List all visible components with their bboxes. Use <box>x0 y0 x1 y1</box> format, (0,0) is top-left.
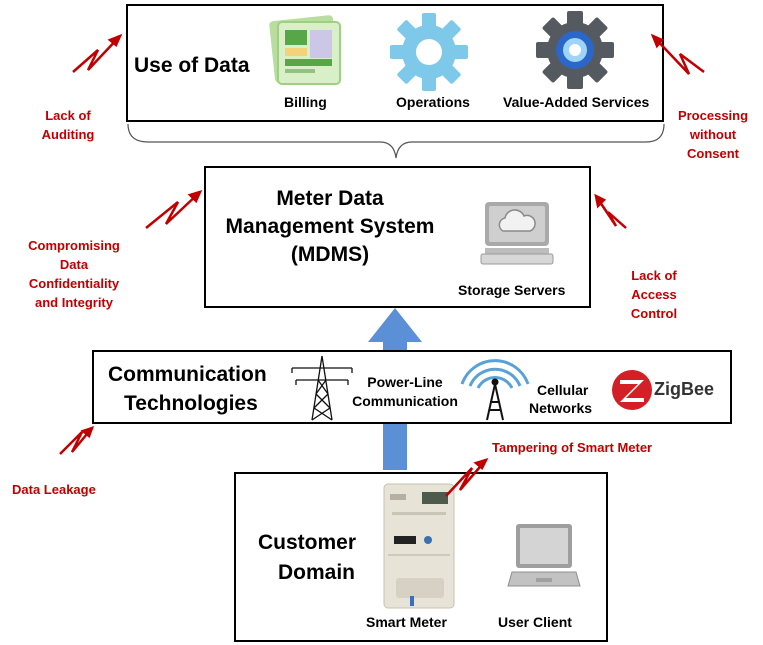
threat-lack-of-access-control: Lack of Access Control <box>630 268 678 321</box>
power-line-label-line1: Power-Line <box>367 374 443 390</box>
cellular-label-line1: Cellular <box>537 382 589 398</box>
use-of-data-title: Use of Data <box>134 54 250 77</box>
mdms-title-line2: Management System <box>225 215 435 238</box>
communication-title-line1: Communication <box>108 363 267 386</box>
mdms-title-line3: (MDMS) <box>290 243 370 266</box>
billing-label: Billing <box>284 94 327 110</box>
power-line-label-line2: Communication <box>352 393 458 409</box>
zigbee-label: ZigBee <box>654 379 715 399</box>
operations-gear-icon <box>390 13 468 91</box>
storage-server-icon <box>480 202 554 265</box>
user-client-label: User Client <box>498 614 572 630</box>
smart-meter-image <box>383 483 455 609</box>
power-line-tower-icon <box>291 355 353 421</box>
threat-lack-of-auditing: Lack of Auditing <box>41 108 95 142</box>
communication-title-line2: Technologies <box>124 392 258 415</box>
threat-data-leakage: Data Leakage <box>12 482 96 497</box>
mdms-title-line1: Meter Data <box>276 187 384 210</box>
storage-servers-label: Storage Servers <box>458 282 566 298</box>
customer-title-line2: Domain <box>278 561 356 584</box>
threat-tampering-smart-meter: Tampering of Smart Meter <box>492 440 653 455</box>
value-added-services-gear-icon <box>536 11 614 89</box>
user-client-laptop-icon <box>507 524 581 587</box>
threat-compromising-data: Compromising Data Confidentiality and In… <box>28 238 120 310</box>
customer-title-line1: Customer <box>258 531 357 554</box>
zigbee-logo-icon <box>612 370 652 410</box>
cellular-antenna-icon <box>460 359 530 421</box>
value-added-services-label: Value-Added Services <box>503 94 650 110</box>
threat-processing-without-consent: Processing without Consent <box>677 108 749 161</box>
cellular-label-line2: Networks <box>529 400 593 416</box>
billing-icon <box>269 15 341 85</box>
operations-label: Operations <box>396 94 470 110</box>
smart-meter-label: Smart Meter <box>366 614 447 630</box>
